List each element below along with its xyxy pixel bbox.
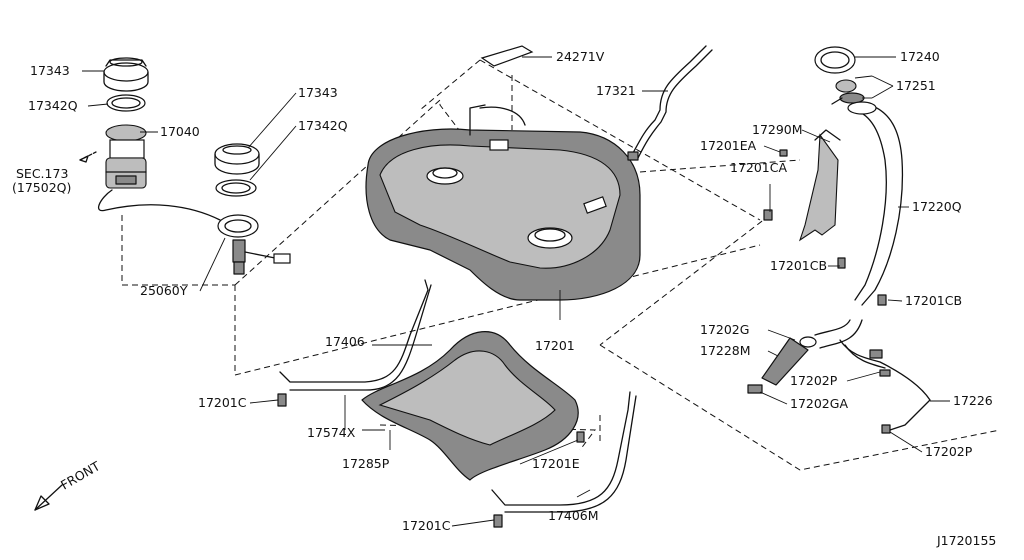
fuel-pump-module	[105, 124, 147, 189]
callout-c23: 17226	[953, 393, 993, 408]
callout-c7: 17342Q	[298, 118, 348, 133]
callout-c19: 17202G	[700, 322, 749, 337]
vent-tube-2	[637, 49, 713, 159]
filler-neck-tube	[814, 101, 904, 349]
filler-hose	[747, 336, 817, 394]
callout-c22: 17202GA	[790, 396, 848, 411]
sec-arrow-icon	[79, 151, 97, 163]
callout-labels: 17343 17342Q 17040 SEC.173 (17502Q) 1734…	[12, 49, 996, 548]
callout-c6: 17343	[298, 85, 338, 100]
callout-c27: 17201C	[198, 395, 247, 410]
fuel-level-sender	[217, 214, 291, 275]
callout-c18: 17201CB	[905, 293, 962, 308]
drawing-id: J1720155	[936, 533, 996, 548]
vent-tube	[631, 45, 707, 156]
callout-c11: 17240	[900, 49, 940, 64]
vent-tube-clip	[627, 151, 639, 161]
callout-c32: 17406M	[548, 508, 599, 523]
fuel-tank	[365, 104, 641, 301]
callout-c24: 17202P	[925, 444, 973, 459]
callout-c26: 17406	[325, 334, 365, 349]
callout-c13: 17290M	[752, 122, 803, 137]
callout-c9: 24271V	[556, 49, 605, 64]
callout-c12: 17251	[896, 78, 936, 93]
fuel-pump-lock-ring-left	[103, 57, 149, 92]
callout-c20: 17228M	[700, 343, 751, 358]
callout-c8: 25060Y	[140, 283, 188, 298]
callout-c21: 17202P	[790, 373, 838, 388]
breather-hose	[839, 339, 931, 434]
callout-c5: (17502Q)	[12, 180, 71, 195]
tank-band-rear-inner	[289, 284, 432, 391]
filler-cap-tether	[831, 79, 865, 105]
callout-c29: 17285P	[342, 456, 390, 471]
callout-c15: 17201CA	[730, 160, 787, 175]
callout-c31: 17201C	[402, 518, 451, 533]
fuel-pump-harness	[97, 189, 221, 221]
front-direction-arrow-icon	[34, 484, 63, 511]
heat-insulator	[361, 331, 579, 481]
tank-band-rear	[279, 279, 429, 383]
callout-c3: 17040	[160, 124, 200, 139]
callout-c2: 17342Q	[28, 98, 78, 113]
filler-clip-bolts	[763, 149, 887, 306]
callout-c4: SEC.173	[16, 166, 68, 181]
fuel-pump-gasket-left	[106, 94, 146, 112]
tank-band-front	[491, 391, 631, 506]
callout-c28: 17574X	[307, 425, 356, 440]
callout-c25: 17201	[535, 338, 575, 353]
filler-cap	[814, 46, 856, 74]
callout-c1: 17343	[30, 63, 70, 78]
leader-lines	[82, 56, 950, 527]
callout-c16: 17220Q	[912, 199, 962, 214]
callout-c30: 17201E	[532, 456, 580, 471]
callout-c14: 17201EA	[700, 138, 757, 153]
callout-c10: 17321	[596, 83, 636, 98]
front-label: FRONT	[58, 458, 103, 493]
sender-gasket	[215, 179, 257, 197]
callout-c17: 17201CB	[770, 258, 827, 273]
mounting-bolts	[277, 393, 585, 528]
sender-lock-ring	[214, 143, 260, 175]
tank-band-front-inner	[504, 395, 637, 513]
filler-bracket	[798, 129, 841, 242]
tank-label-plate	[480, 45, 534, 67]
